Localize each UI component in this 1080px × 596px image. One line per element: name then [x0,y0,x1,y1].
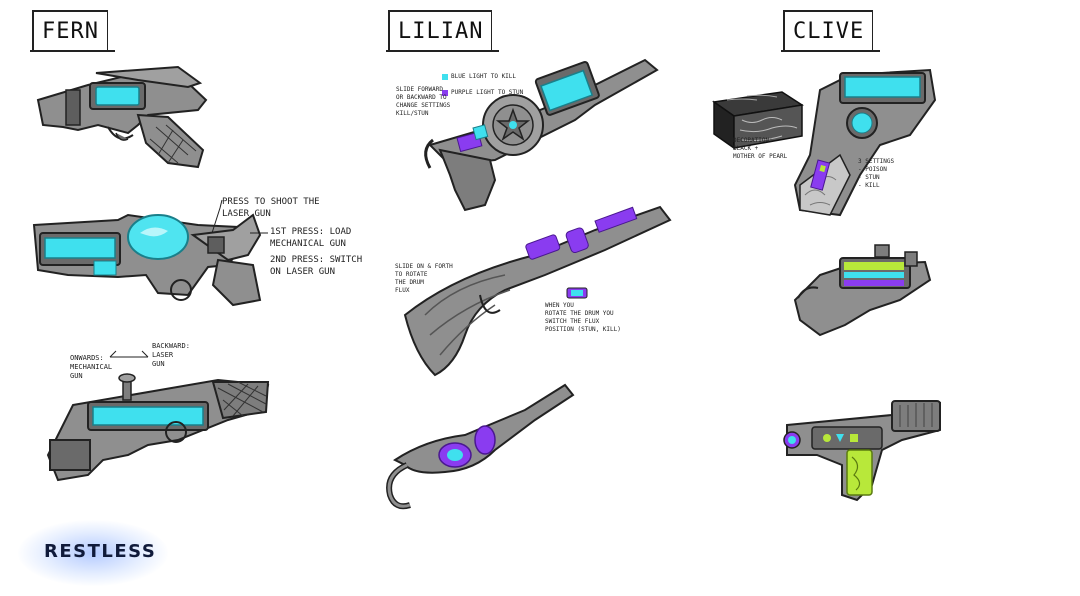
fern-onwards-note: ONWARDS: MECHANICAL GUN [70,354,113,380]
character-title-clive: CLIVE [780,10,881,52]
character-title-lilian: LILIAN [385,10,501,52]
legend-blue-label: BLUE LIGHT TO KILL [451,73,517,80]
fern-title: FERN [42,19,99,44]
legend-blue: BLUE LIGHT TO KILL [442,73,523,81]
fern-gun-1 [36,65,208,169]
fern-gun-2 [32,213,262,307]
lilian-gun-1 [424,58,659,212]
lilian-gun-2 [403,205,672,377]
fern-trigger-note: PRESS TO SHOOT THE LASER GUN [222,197,320,219]
drum-icon [566,287,588,299]
restless-logo: RESTLESS [44,541,157,562]
clive-settings-note: 3 SETTINGS - POISON - STUN - KILL [858,158,895,189]
clive-gun-3 [783,400,941,502]
lilian-slide-note: SLIDE FORWARD OR BACKWARD TO CHANGE SETT… [396,86,451,117]
fern-arrows [109,350,149,358]
clive-gun-2 [793,244,932,337]
fern-press2-note: 2ND PRESS: SWITCH ON LASER GUN [270,255,363,277]
fern-pointer-lines [211,199,268,234]
fern-backward-note: BACKWARD: LASER GUN [152,342,190,368]
legend-purple: PURPLE LIGHT TO STUN [442,89,523,97]
purple-swatch-icon [442,89,448,96]
logo-glow [18,520,168,586]
lilian-legend: BLUE LIGHT TO KILL PURPLE LIGHT TO STUN [442,65,523,105]
lilian-drum-note: SLIDE ON & FORTH TO ROTATE THE DRUM FLUX [395,263,453,294]
cyan-swatch-icon [442,73,448,80]
fern-press1-note: 1ST PRESS: LOAD MECHANICAL GUN [270,227,352,249]
lilian-title: LILIAN [398,19,484,44]
lilian-rotate-note: WHEN YOU ROTATE THE DRUM YOU SWITCH THE … [545,302,621,333]
lilian-gun-3 [386,383,575,510]
character-title-fern: FERN [30,10,115,52]
legend-purple-label: PURPLE LIGHT TO STUN [451,89,524,96]
decoration-box [712,91,804,150]
clive-gun-1 [793,68,937,217]
clive-decor-note: DECORATION: BLACK + MOTHER OF PEARL [733,137,788,160]
fern-gun-3 [46,373,270,482]
clive-title: CLIVE [793,19,865,44]
